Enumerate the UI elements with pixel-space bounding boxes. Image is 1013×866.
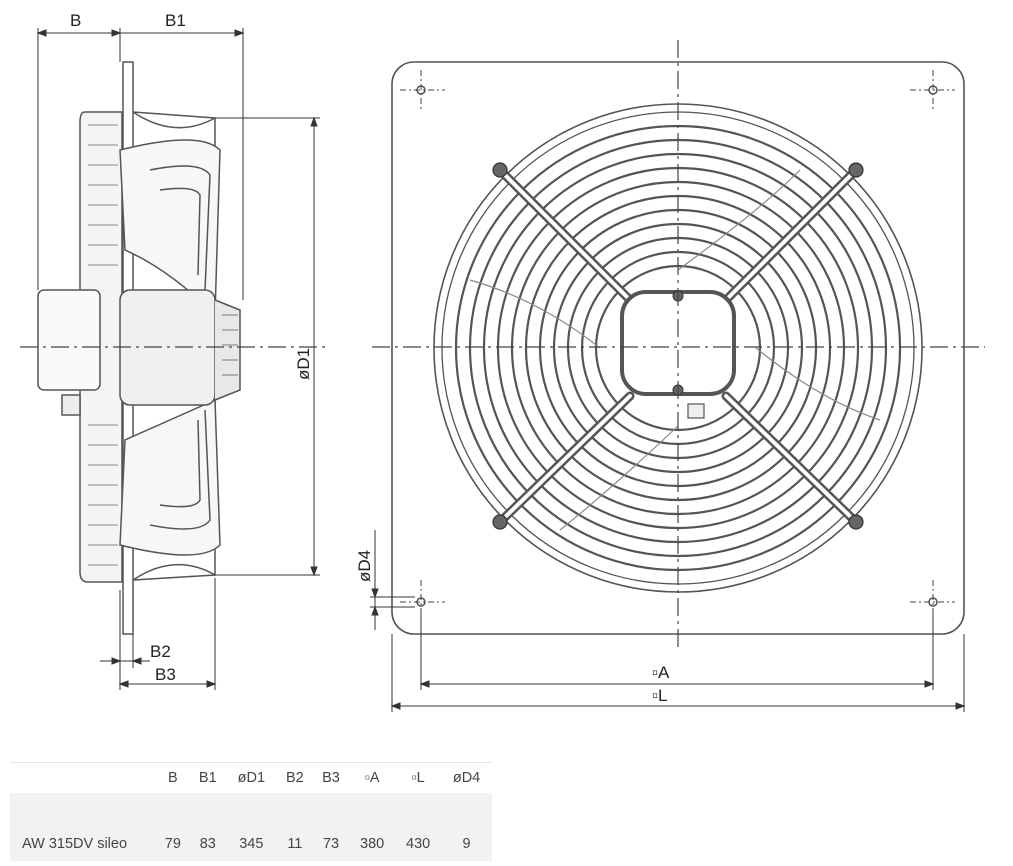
model-name-cell: AW 315DV sileo (10, 827, 156, 861)
label-L: ▫L (652, 686, 667, 705)
side-dimensions (36, 28, 320, 690)
table-spacer (10, 793, 492, 827)
label-A: ▫A (652, 663, 670, 682)
table-header-cell: B3 (312, 762, 350, 793)
label-B1: B1 (165, 11, 186, 30)
table-header-blank (10, 762, 156, 793)
table-cell: 79 (156, 827, 190, 861)
table-header-row: B B1 øD1 B2 B3 ▫A ▫L øD4 (10, 762, 492, 793)
table-cell: 83 (189, 827, 226, 861)
label-D4: øD4 (355, 550, 374, 582)
table-cell: 11 (276, 827, 313, 861)
label-B2: B2 (150, 642, 171, 661)
spec-table-container: B B1 øD1 B2 B3 ▫A ▫L øD4 AW 315DV sileo … (10, 762, 492, 861)
label-D1: øD1 (294, 348, 313, 380)
table-cell: 345 (225, 827, 277, 861)
table-cell: 73 (312, 827, 350, 861)
table-cell: 430 (395, 827, 442, 861)
table-header-cell: øD1 (225, 762, 277, 793)
table-header-cell: ▫A (349, 762, 396, 793)
label-B3: B3 (155, 665, 176, 684)
spec-table: B B1 øD1 B2 B3 ▫A ▫L øD4 AW 315DV sileo … (10, 762, 492, 861)
table-row: AW 315DV sileo 79 83 345 11 73 380 430 9 (10, 827, 492, 861)
table-header-cell: ▫L (395, 762, 442, 793)
label-B: B (70, 11, 81, 30)
table-header-cell: B1 (189, 762, 226, 793)
table-cell: 9 (441, 827, 492, 861)
front-dimensions (370, 530, 966, 712)
technical-drawing: B B1 øD1 B2 B3 (20, 11, 985, 712)
table-cell: 380 (349, 827, 396, 861)
side-view (37, 61, 241, 635)
table-header-cell: B2 (276, 762, 313, 793)
table-header-cell: øD4 (441, 762, 492, 793)
table-header-cell: B (156, 762, 190, 793)
